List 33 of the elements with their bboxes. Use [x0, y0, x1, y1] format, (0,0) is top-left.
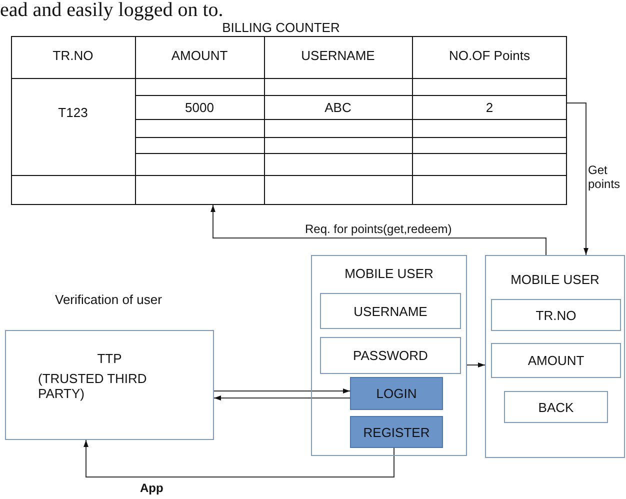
column-header: NO.OF Points	[448, 48, 531, 63]
table-cell-text: ABC	[324, 100, 352, 115]
mobile-screen	[311, 255, 467, 456]
box-title: TTP	[96, 351, 123, 366]
arrow	[84, 440, 394, 478]
table-cell-text: T123	[57, 105, 89, 120]
arrow	[566, 102, 588, 256]
node-caption: Verification of user	[55, 292, 162, 307]
mobile-screen	[485, 255, 625, 458]
arrow	[210, 204, 546, 256]
edge-label: Req. for points(get,redeem)	[305, 222, 452, 236]
process-box	[5, 330, 214, 440]
screen-title: MOBILE USER	[510, 272, 600, 287]
table-cell-text: 2	[484, 100, 494, 115]
box-description: (TRUSTED THIRD PARTY)	[38, 371, 148, 401]
action-button: LOGIN	[350, 377, 443, 410]
column-header: AMOUNT	[170, 48, 229, 63]
input-field: TR.NO	[491, 299, 621, 331]
input-field: AMOUNT	[491, 343, 621, 378]
document-text: ead and easily logged on to.	[0, 0, 224, 20]
arrow	[214, 396, 350, 400]
arrow	[466, 362, 486, 368]
billing-table	[11, 20, 567, 205]
column-header: TR.NO	[52, 48, 94, 63]
input-field: BACK	[504, 391, 608, 423]
edge-label: App	[140, 481, 164, 495]
input-field: USERNAME	[320, 293, 461, 329]
table-cell-text: 5000	[184, 100, 215, 115]
arrow	[214, 388, 350, 394]
screen-title: MOBILE USER	[344, 266, 434, 281]
column-header: USERNAME	[300, 48, 376, 63]
input-field: PASSWORD	[320, 337, 461, 374]
action-button: REGISTER	[350, 416, 443, 448]
